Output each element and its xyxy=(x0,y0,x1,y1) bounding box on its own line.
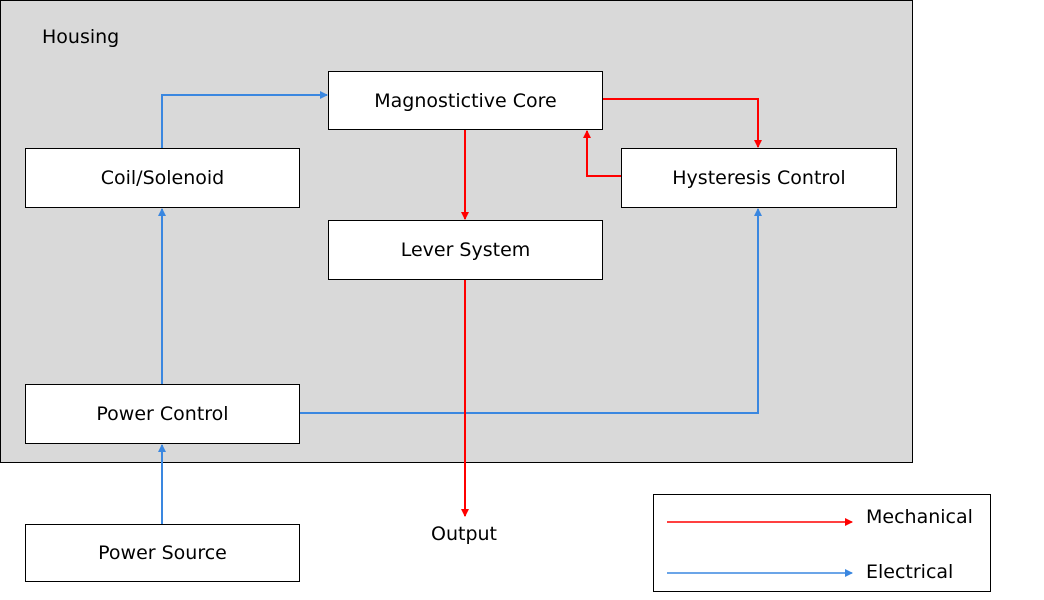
hysteresis-control-block: Hysteresis Control xyxy=(621,148,897,208)
coil-solenoid-block: Coil/Solenoid xyxy=(25,148,300,208)
magnostictive-core-block: Magnostictive Core xyxy=(328,71,603,130)
legend: Mechanical Electrical xyxy=(653,494,991,592)
legend-electrical-label: Electrical xyxy=(866,561,954,583)
block-label: Magnostictive Core xyxy=(374,89,557,112)
legend-mechanical-label: Mechanical xyxy=(866,506,973,528)
block-label: Power Control xyxy=(96,403,229,425)
block-label: Hysteresis Control xyxy=(672,167,846,189)
block-label: Power Source xyxy=(98,542,227,564)
block-label: Coil/Solenoid xyxy=(100,167,225,189)
housing-label: Housing xyxy=(42,26,120,48)
output-label: Output xyxy=(431,523,497,545)
legend-swatches xyxy=(667,518,853,577)
lever-system-block: Lever System xyxy=(328,220,603,280)
block-label: Lever System xyxy=(400,239,531,261)
power-source-block: Power Source xyxy=(25,524,300,582)
power-control-block: Power Control xyxy=(25,384,300,444)
